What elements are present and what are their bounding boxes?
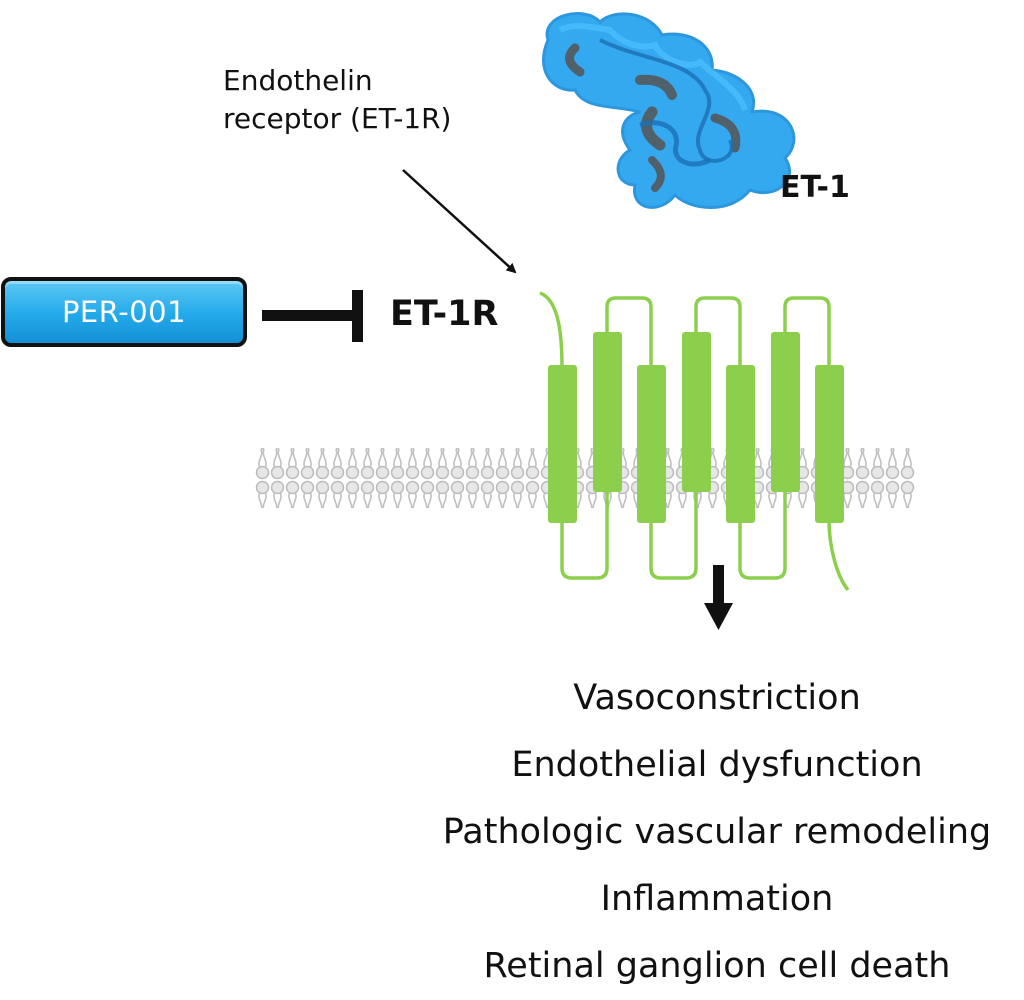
tm-helix-3 [637, 365, 666, 523]
ligand-label: ET-1 [780, 170, 850, 205]
cell-membrane [255, 448, 915, 508]
effect-item: Pathologic vascular remodeling [442, 812, 992, 852]
inhibition-symbol [262, 290, 363, 342]
drug-name: PER-001 [61, 295, 187, 329]
annotation-arrow [402, 169, 517, 274]
et1r-receptor [539, 291, 850, 592]
effect-item: Vasoconstriction [573, 678, 861, 718]
receptor-label: ET-1R [390, 294, 499, 334]
et1-protein-structure [542, 12, 796, 209]
downstream-arrow [704, 565, 733, 630]
effect-item: Endothelial dysfunction [511, 745, 923, 785]
effect-item: Inflammation [600, 879, 834, 919]
receptor-annotation: Endothelin receptor (ET-1R) [223, 62, 451, 138]
downstream-effects-list: Vasoconstriction Endothelial dysfunction… [400, 665, 1024, 1000]
per-001-badge: PER-001 [1, 277, 247, 347]
tm-helix-7 [815, 365, 844, 523]
tm-helix-4 [682, 332, 711, 492]
tm-helix-1 [548, 365, 577, 523]
receptor-annotation-line1: Endothelin [223, 64, 373, 97]
tm-helix-5 [726, 365, 755, 523]
receptor-annotation-line2: receptor (ET-1R) [223, 102, 452, 135]
tm-helix-2 [593, 332, 622, 492]
receptor-loops [539, 291, 850, 592]
tm-helix-6 [771, 332, 800, 492]
effect-item: Retinal ganglion cell death [483, 946, 951, 986]
